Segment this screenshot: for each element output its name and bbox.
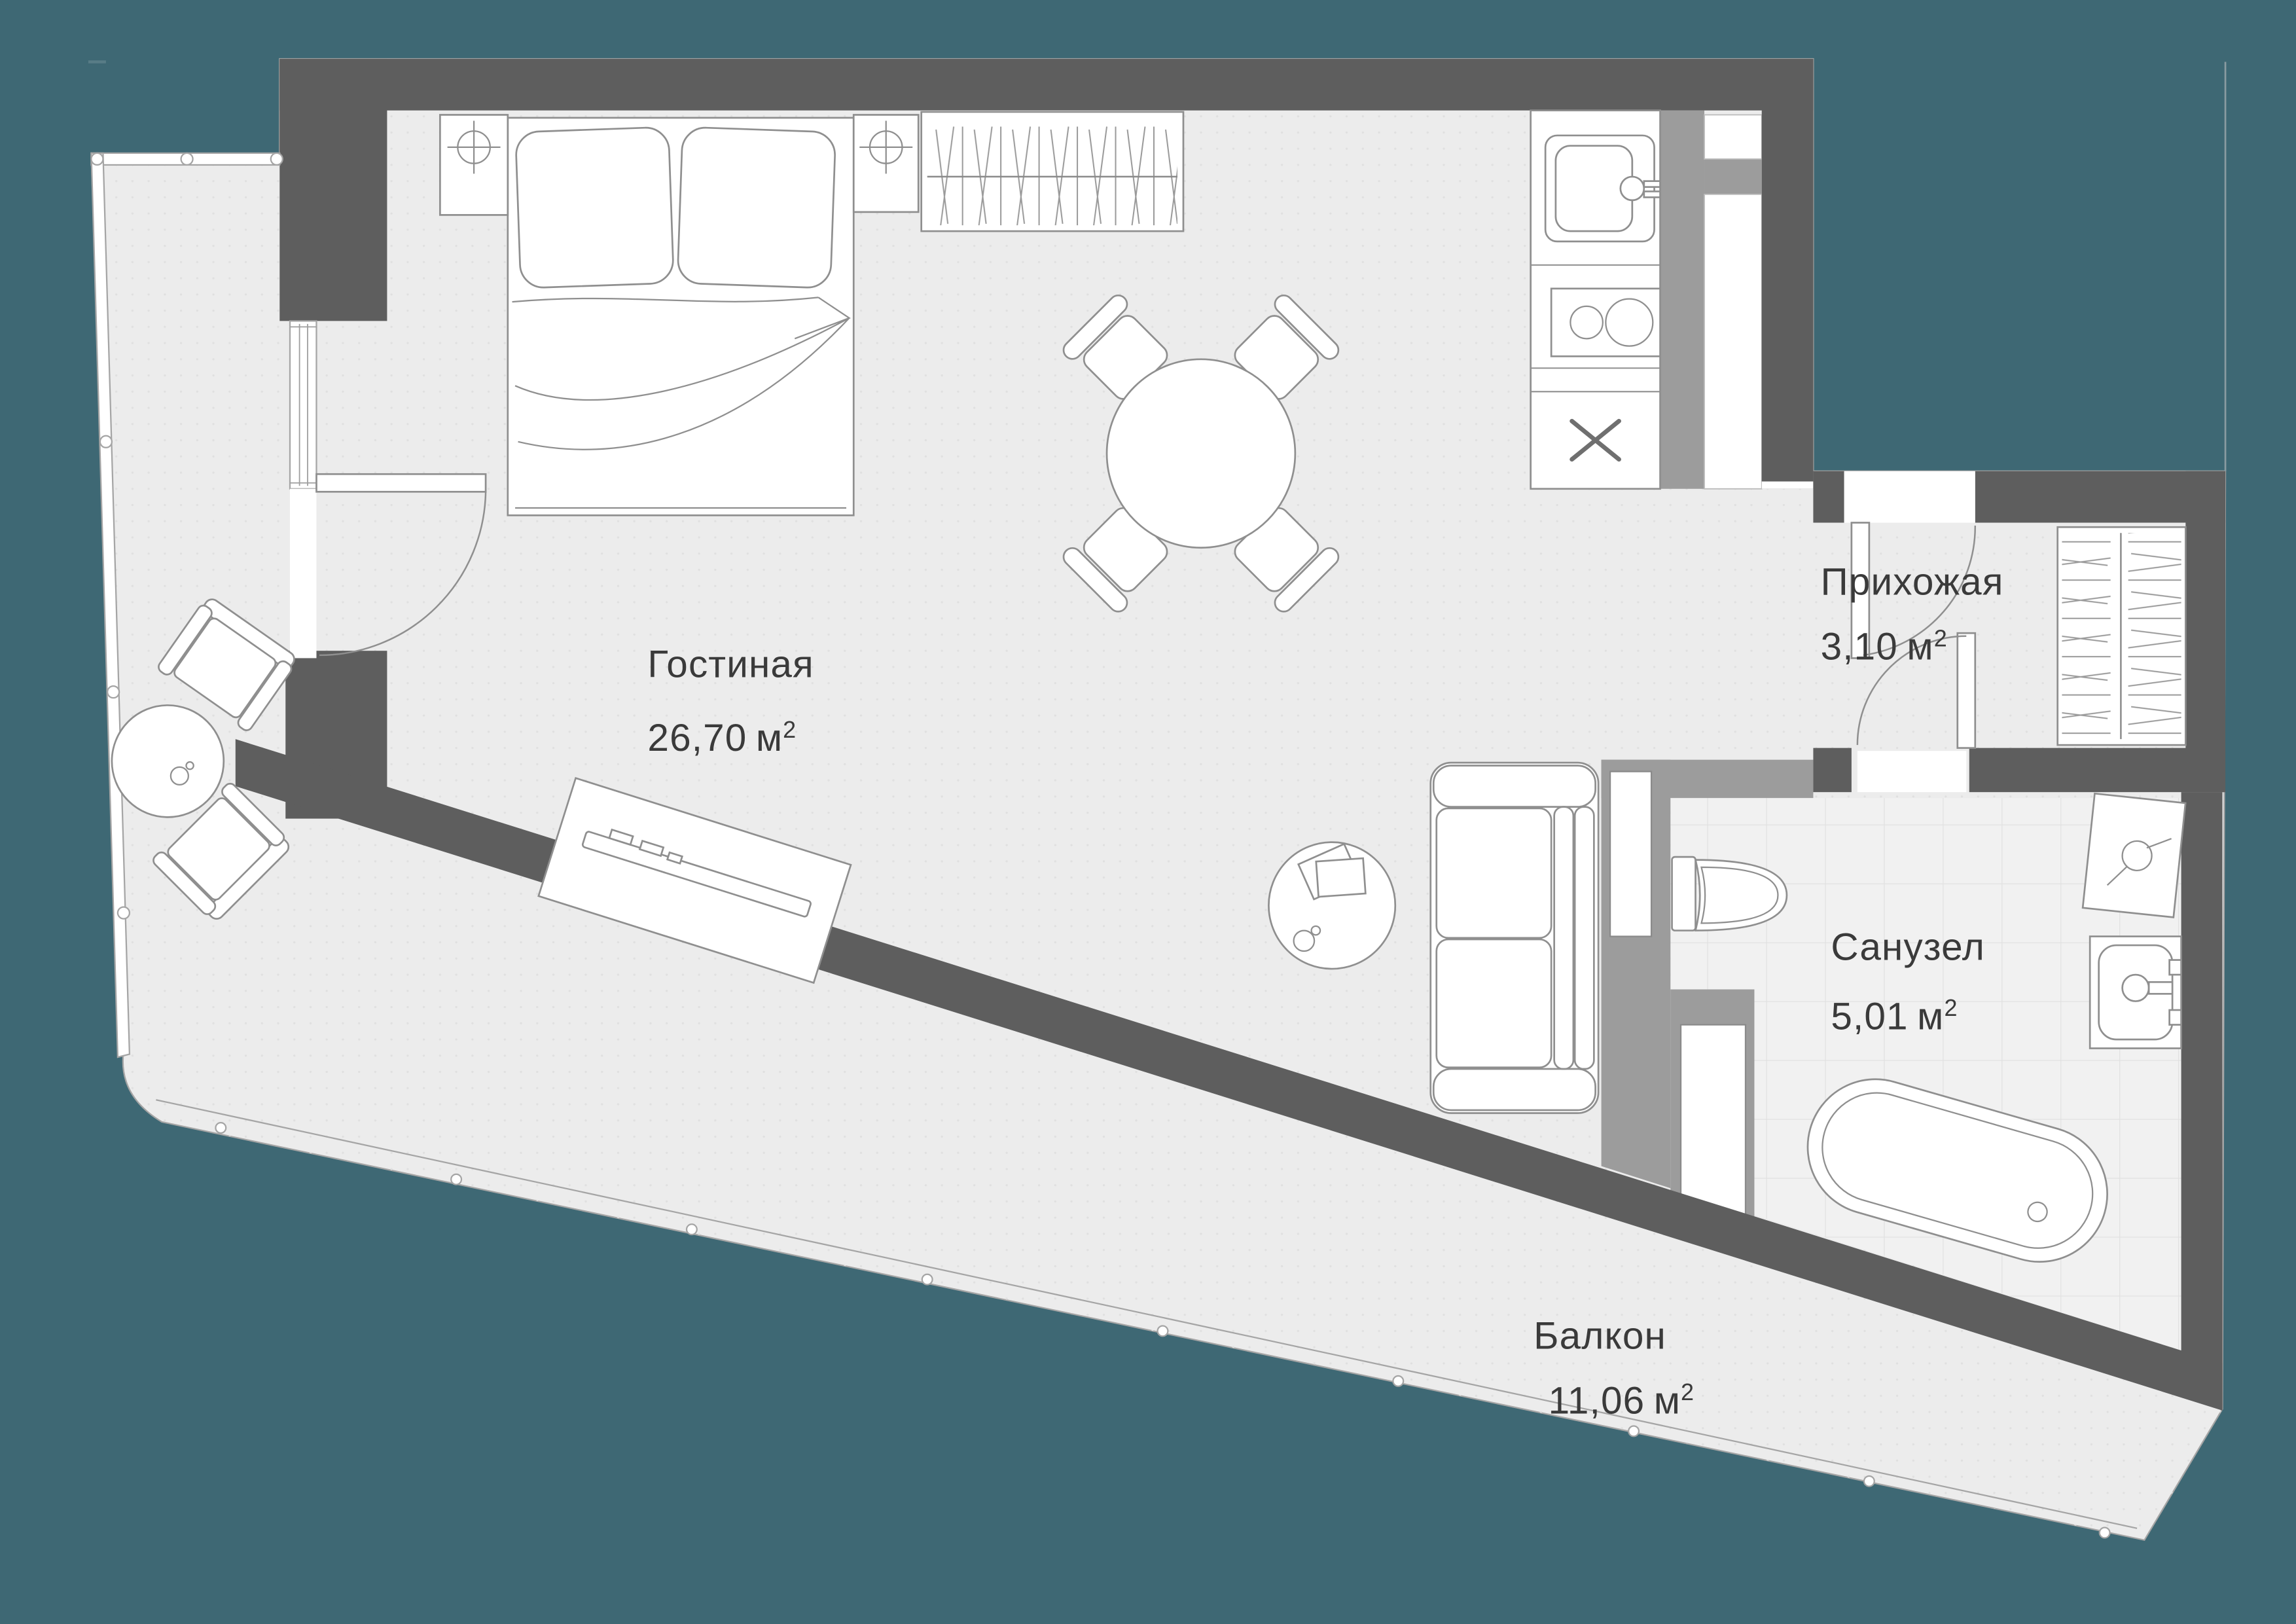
wardrobe xyxy=(920,111,1185,232)
hall-right-wall xyxy=(2185,471,2226,793)
balcony-furniture xyxy=(111,594,300,925)
balcony-table xyxy=(111,704,225,818)
balcony-door xyxy=(315,473,487,657)
partition-walls xyxy=(1601,110,1814,1252)
left-wall-upper-block xyxy=(279,58,387,321)
kitchen-right-wall xyxy=(1761,58,1814,489)
hall-wardrobe xyxy=(2056,526,2187,746)
entrance-door-opening xyxy=(1844,471,1975,523)
bathtub xyxy=(1806,1078,2108,1263)
cup-icon xyxy=(1293,929,1316,952)
bathroom-niche xyxy=(1679,1024,1747,1218)
fridge-column xyxy=(1704,194,1763,490)
kitchen-counter xyxy=(1530,109,1661,490)
cup-icon xyxy=(170,766,189,786)
drain xyxy=(2027,1201,2048,1223)
dining-table xyxy=(1105,358,1297,549)
hall-top-wall-left xyxy=(1813,471,1844,523)
washbasin xyxy=(2089,935,2182,1049)
wall-end-cap xyxy=(1761,481,1814,489)
balcony-door-opening xyxy=(289,488,317,659)
toilet xyxy=(1671,856,1788,931)
bathroom-door-opening xyxy=(1857,751,1967,793)
bath-right-wall xyxy=(2181,792,2223,1409)
entrance-door xyxy=(1850,522,1977,659)
room-label-bathroom: Санузел xyxy=(1831,926,1985,969)
double-bed xyxy=(507,117,855,516)
washbasin-small xyxy=(2081,792,2187,918)
room-label-balcony: Балкон xyxy=(1534,1314,1666,1357)
bathroom-door xyxy=(1856,632,1977,749)
openings xyxy=(289,320,1975,793)
bath-top-wall-left xyxy=(1813,748,1852,793)
dining-set xyxy=(1059,291,1343,617)
hall-top-wall-right xyxy=(1975,471,2226,523)
nightstand-left xyxy=(439,114,509,216)
nightstand-right xyxy=(852,114,920,213)
balcony-glazing xyxy=(90,152,2138,1539)
shaft-niche xyxy=(1609,770,1653,937)
tv xyxy=(581,831,812,918)
appliance-x-icon xyxy=(1570,418,1621,462)
top-wall xyxy=(279,58,1814,111)
bath-top-wall-right xyxy=(1969,748,2226,793)
kitchen-duct xyxy=(1704,114,1763,160)
kitchen-sink xyxy=(1544,134,1661,243)
stove xyxy=(1550,287,1661,357)
room-label-living: Гостиная xyxy=(647,643,814,686)
coffee-table xyxy=(1268,841,1397,970)
tv-console xyxy=(537,777,852,984)
room-label-hallway: Прихожая xyxy=(1821,561,2004,604)
balcony-window xyxy=(289,320,317,490)
sofa xyxy=(1429,761,1600,1114)
